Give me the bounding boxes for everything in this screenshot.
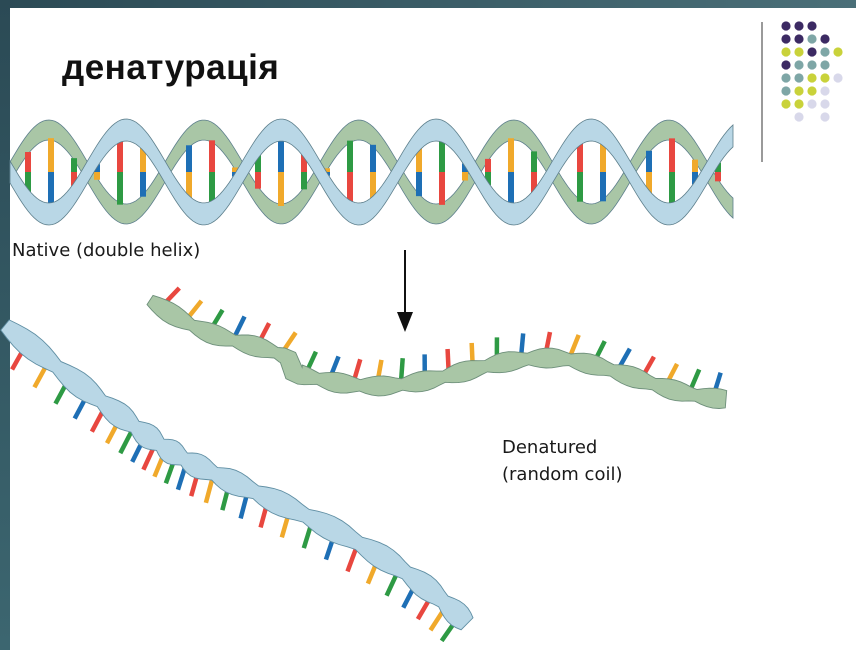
strand-base [206, 479, 212, 503]
strand-base [691, 369, 699, 388]
strand-base [236, 317, 245, 335]
strand-base [241, 495, 247, 519]
strand-base [448, 349, 449, 369]
strand-base [620, 349, 630, 367]
strand-base [571, 335, 579, 354]
strand-base [189, 301, 202, 317]
strand-base [284, 333, 295, 350]
strand-base [120, 432, 131, 454]
strand-ribbon [147, 295, 727, 408]
denatured-label: Denatured (random coil) [502, 434, 623, 488]
strand-base [348, 549, 356, 572]
denatured-strand-horizontal [147, 288, 727, 408]
strand-base [355, 359, 361, 379]
strand-base [521, 333, 523, 353]
strand-base [34, 366, 46, 387]
denatured-label-line2: (random coil) [502, 461, 623, 488]
native-double-helix [10, 119, 733, 225]
denaturation-arrow [397, 250, 413, 332]
strand-base [387, 574, 397, 596]
native-label: Native (double helix) [12, 240, 200, 261]
strand-base [143, 448, 153, 470]
denatured-label-line1: Denatured [502, 434, 623, 461]
strand-base [401, 358, 402, 378]
